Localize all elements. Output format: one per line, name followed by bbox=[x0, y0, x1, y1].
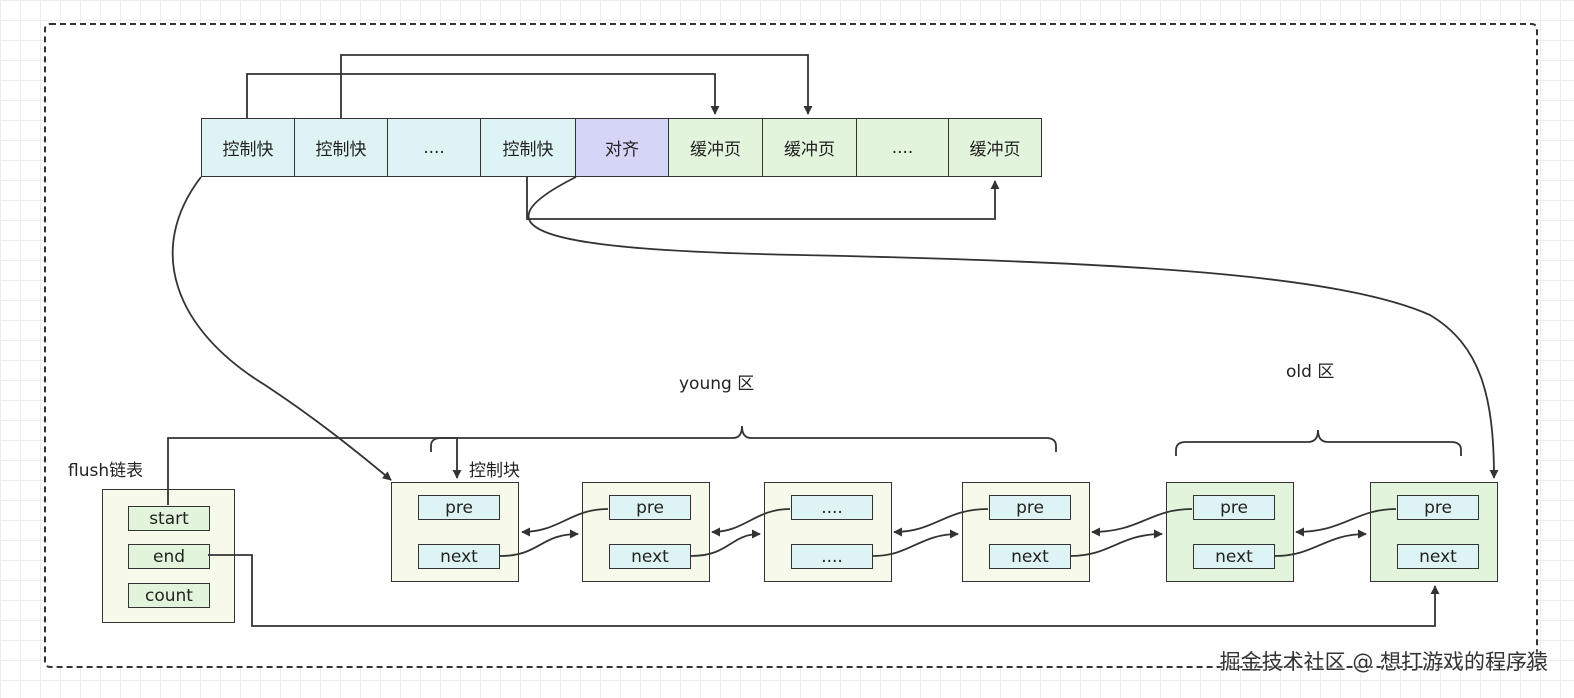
cell-label: .... bbox=[891, 137, 914, 158]
arrow-flush-end bbox=[208, 554, 1440, 627]
lru-node-1: pre next bbox=[391, 482, 519, 582]
pre-field: .... bbox=[791, 495, 873, 520]
flush-list-block: start end count bbox=[102, 489, 235, 623]
cell-label: 对齐 bbox=[605, 140, 639, 160]
pre-link-4 bbox=[893, 508, 989, 537]
cell-label: 缓冲页 bbox=[690, 140, 741, 160]
arrow-ctl2-to-buf2 bbox=[340, 54, 813, 118]
watermark-text: 掘金技术社区 @ 想打游戏的程序猿 bbox=[1219, 650, 1548, 674]
flush-list-title: flush链表 bbox=[68, 461, 144, 481]
flush-end-field: end bbox=[128, 544, 210, 569]
control-block-cell-ellipsis: .... bbox=[387, 118, 481, 177]
lru-node-old-tail: pre next bbox=[1370, 482, 1498, 582]
arrow-ctl-last-to-buf-last bbox=[526, 177, 1000, 220]
pre-link-5 bbox=[1091, 508, 1193, 537]
next-field: next bbox=[418, 544, 500, 569]
cell-label: 缓冲页 bbox=[784, 140, 835, 160]
next-link-3 bbox=[872, 529, 959, 557]
arrow-ctl1-to-buf1 bbox=[246, 73, 720, 118]
pre-link-6 bbox=[1295, 508, 1397, 537]
next-field: next bbox=[1397, 544, 1479, 569]
cell-label: 缓冲页 bbox=[969, 140, 1021, 160]
buffer-page-cell-ellipsis: .... bbox=[856, 118, 949, 177]
young-zone-label: young 区 bbox=[679, 374, 755, 394]
lru-node-old-head: pre next bbox=[1166, 482, 1294, 582]
pre-link-3 bbox=[711, 508, 791, 537]
arrow-flush-start bbox=[167, 437, 462, 505]
arrow-ctl-last-to-old-tail bbox=[527, 176, 1499, 479]
pre-field: pre bbox=[1193, 495, 1275, 520]
pre-link-2 bbox=[521, 508, 609, 537]
next-link-2 bbox=[690, 529, 761, 557]
arrow-ctl1-to-lru-node bbox=[171, 176, 392, 481]
cell-label: 控制快 bbox=[315, 140, 367, 160]
control-block-label: 控制块 bbox=[469, 461, 520, 481]
flush-start-field: start bbox=[128, 506, 210, 531]
old-zone-label: old 区 bbox=[1286, 362, 1335, 382]
pre-field: pre bbox=[418, 495, 500, 520]
cell-label: .... bbox=[423, 137, 445, 158]
pre-field: pre bbox=[609, 495, 691, 520]
alignment-cell: 对齐 bbox=[575, 118, 669, 177]
next-link-4 bbox=[1070, 529, 1163, 557]
next-link-1 bbox=[499, 529, 579, 557]
young-zone-brace bbox=[430, 425, 1057, 452]
next-field: next bbox=[609, 544, 691, 569]
next-field: .... bbox=[791, 544, 873, 569]
lru-node-young-tail: pre next bbox=[962, 482, 1090, 582]
control-block-cell-last: 控制快 bbox=[480, 118, 576, 177]
cell-label: 控制快 bbox=[222, 140, 274, 160]
next-field: next bbox=[989, 544, 1071, 569]
buffer-page-cell-last: 缓冲页 bbox=[948, 118, 1042, 177]
cell-label: 控制快 bbox=[502, 140, 554, 160]
lru-node-2: pre next bbox=[582, 482, 710, 582]
old-zone-brace bbox=[1175, 429, 1462, 456]
pre-field: pre bbox=[1397, 495, 1479, 520]
next-link-5 bbox=[1274, 529, 1367, 557]
control-block-cell-1: 控制快 bbox=[201, 118, 295, 177]
lru-node-ellipsis: .... .... bbox=[764, 482, 892, 582]
pre-field: pre bbox=[989, 495, 1071, 520]
buffer-page-cell-2: 缓冲页 bbox=[762, 118, 857, 177]
next-field: next bbox=[1193, 544, 1275, 569]
flush-count-field: count bbox=[128, 583, 210, 608]
